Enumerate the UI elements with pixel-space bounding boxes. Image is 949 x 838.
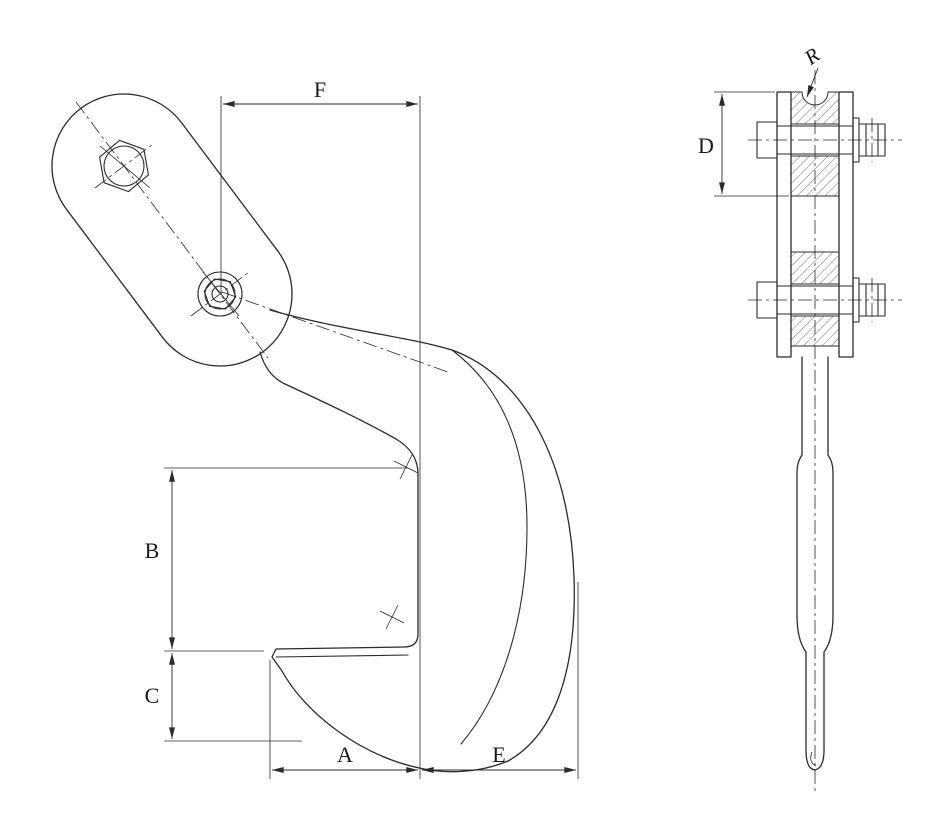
shackle-link-outline: [51, 93, 293, 367]
dimension-F: F: [220, 77, 421, 779]
dimension-E: E: [422, 582, 579, 779]
hook-inner-ridge: [275, 349, 528, 745]
dimension-A: A: [269, 660, 418, 779]
top-bolt: [99, 139, 151, 193]
dimension-D: D: [698, 91, 789, 197]
dimension-C: C: [145, 653, 302, 742]
dim-label-e: E: [492, 742, 505, 767]
front-view-plate-hook: F B C A E: [51, 77, 579, 779]
hatch-lower-block-bottom: [790, 315, 840, 347]
dimension-D-extension-lines: [714, 91, 789, 197]
side-view-centerlines: [748, 70, 902, 792]
fillet-center-marks: [379, 454, 419, 630]
dim-label-b: B: [145, 538, 160, 563]
top-cotter-pin: [99, 145, 151, 189]
hatch-lower-block-top: [790, 251, 840, 285]
hatch-upper-block: [790, 155, 840, 197]
dim-label-d: D: [698, 133, 714, 158]
shackle-side-plates: [776, 91, 854, 358]
dim-label-f: F: [314, 77, 326, 102]
dim-label-c: C: [145, 683, 160, 708]
dimension-B: B: [145, 467, 408, 652]
pivot-inner-circle: [211, 285, 229, 303]
top-nut-hex: [99, 139, 149, 193]
hatch-top-spacer: [790, 91, 840, 125]
dimension-B-extension-lines: [164, 467, 408, 652]
pivot-nut-hex: [203, 278, 237, 310]
top-bolt-side: [756, 117, 886, 163]
hook-shank-edge: [796, 356, 834, 771]
dimension-F-extension-lines: [220, 96, 421, 779]
pivot-bolt: [197, 271, 243, 317]
section-hatching: [790, 91, 840, 347]
hook-tip-curl: [810, 751, 817, 767]
dim-label-a: A: [337, 742, 353, 767]
bottom-bolt-side: [756, 277, 886, 323]
pivot-outer-circle: [197, 271, 243, 317]
radius-leader-line: [806, 67, 819, 98]
top-bolt-circle: [103, 145, 145, 187]
